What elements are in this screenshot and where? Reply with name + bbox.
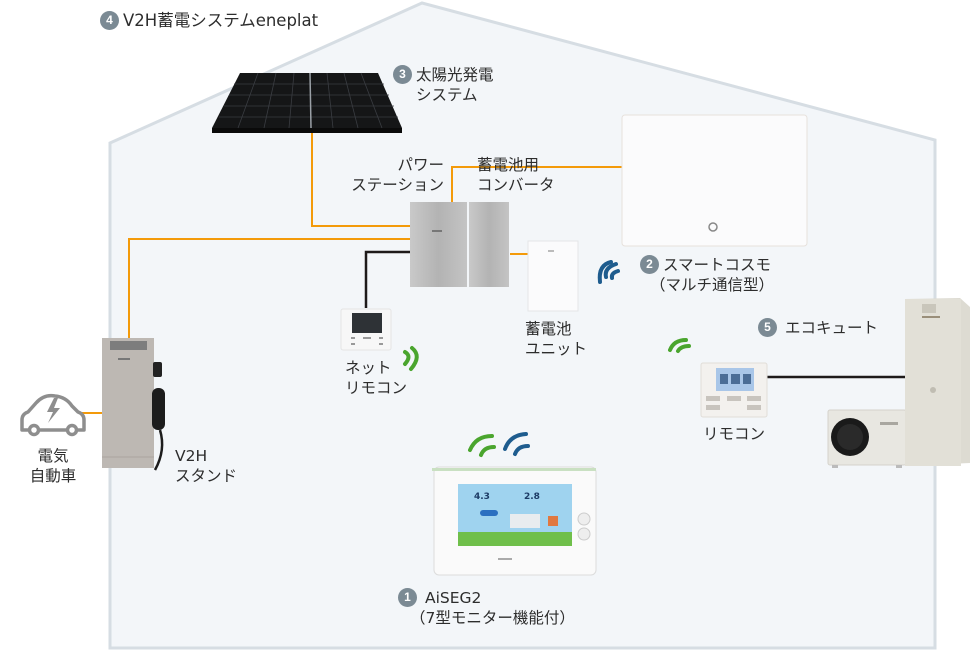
- battery-unit-image: [527, 240, 579, 312]
- solar-label-line2: システム: [416, 86, 478, 104]
- ecocute-remote-image: [700, 362, 768, 418]
- power-station-line1: パワー: [397, 156, 444, 174]
- badge-4: 4: [100, 11, 119, 30]
- power-station-image: [410, 202, 467, 287]
- net-remote-image: [340, 308, 392, 351]
- aiseg-screen-value-right: 2.8: [524, 492, 540, 502]
- aiseg-screen-value-left: 4.3: [474, 492, 490, 502]
- power-station-label: パワー ステーション: [351, 155, 444, 195]
- smart-cosmo-image: [621, 114, 808, 247]
- battery-converter-line2: コンバータ: [477, 176, 555, 194]
- v2h-stand-image: [102, 338, 165, 471]
- badge-2: 2: [640, 255, 659, 274]
- net-remote-line2: リモコン: [345, 379, 408, 397]
- v2h-stand-line2: スタンド: [175, 467, 238, 485]
- solar-label-line1: 太陽光発電: [416, 66, 494, 84]
- battery-unit-label: 蓄電池 ユニット: [525, 319, 587, 359]
- line-station-to-smartcosmo: [451, 166, 622, 202]
- battery-unit-line1: 蓄電池: [525, 320, 572, 338]
- title-text: V2H蓄電システムeneplat: [123, 11, 319, 30]
- v2h-stand-line1: V2H: [175, 447, 208, 465]
- ecocute-label: 5 エコキュート: [758, 318, 878, 338]
- v2h-stand-label: V2H スタンド: [175, 446, 237, 486]
- battery-unit-line2: ユニット: [525, 340, 588, 358]
- wifi-icon-net-remote: [403, 346, 419, 371]
- ecocute-tank-image: [905, 298, 970, 466]
- wifi-icon-aiseg-blue: [503, 432, 530, 456]
- signal-lines: [364, 250, 905, 379]
- line-station-to-net-remote: [364, 250, 410, 308]
- badge-3: 3: [393, 65, 412, 84]
- ecocute-remote-text: リモコン: [703, 425, 766, 443]
- ecocute-remote-label: リモコン: [703, 424, 765, 444]
- power-station-line2: ステーション: [351, 176, 444, 194]
- ecocute-text: エコキュート: [785, 319, 879, 337]
- ev-line2: 自動車: [29, 467, 77, 485]
- line-solar-to-station: [311, 130, 410, 227]
- ev-label: 電気 自動車: [20, 446, 86, 486]
- net-remote-line1: ネット: [345, 359, 392, 377]
- battery-converter-image: [469, 202, 509, 287]
- aiseg-label: 1 AiSEG2 （7型モニター機能付）: [398, 588, 575, 628]
- battery-converter-label: 蓄電池用 コンバータ: [477, 155, 555, 195]
- aiseg-line1: AiSEG2: [425, 589, 482, 607]
- aiseg2-monitor-image: [432, 466, 597, 576]
- badge-5: 5: [758, 318, 777, 337]
- power-lines: [82, 130, 622, 414]
- solar-panel-image: [212, 72, 402, 133]
- aiseg-line2: （7型モニター機能付）: [410, 609, 575, 627]
- heat-pump-unit-image: [827, 409, 907, 468]
- net-remote-label: ネット リモコン: [345, 358, 407, 398]
- battery-converter-line1: 蓄電池用: [477, 156, 540, 174]
- wifi-icon-aiseg-green: [468, 434, 496, 457]
- line-station-to-v2h: [128, 238, 410, 338]
- badge-1: 1: [398, 588, 417, 607]
- smart-cosmo-line1: スマートコスモ: [663, 256, 772, 274]
- smart-cosmo-line2: （マルチ通信型）: [650, 276, 775, 294]
- wifi-icon-smartcosmo: [597, 260, 620, 284]
- wifi-icon-ecocute-remote: [668, 338, 691, 353]
- lightning-icon: [47, 398, 60, 423]
- ev-line1: 電気: [37, 447, 69, 465]
